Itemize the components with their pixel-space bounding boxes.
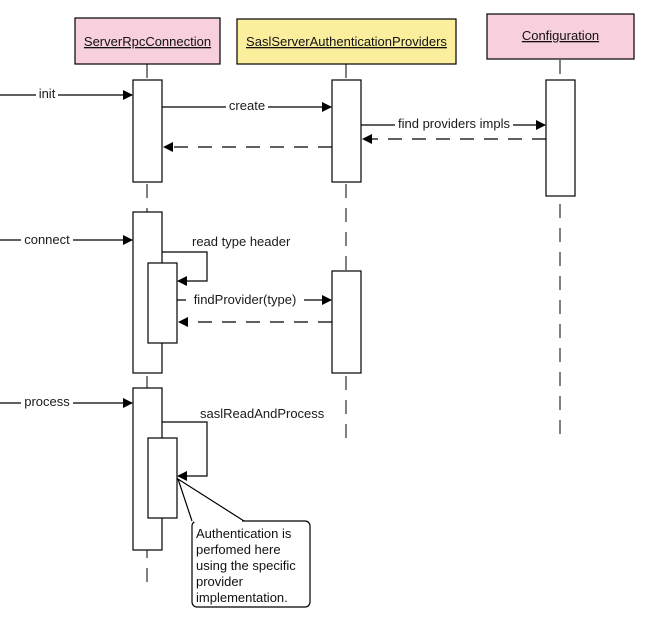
note-line: Authentication is bbox=[196, 526, 292, 541]
note-line: perfomed here bbox=[196, 542, 281, 557]
label-bg bbox=[186, 291, 304, 307]
message-read-type-header-label: read type header bbox=[192, 234, 291, 249]
activation-server-connect-nested bbox=[147, 262, 178, 344]
participant-title: Configuration bbox=[522, 28, 599, 43]
message-create-label: create bbox=[229, 98, 265, 113]
participant-server-rpc-connection: ServerRpcConnection bbox=[74, 17, 221, 65]
label-bg bbox=[21, 394, 73, 410]
activation-sasl-connect bbox=[331, 270, 362, 374]
participant-configuration: Configuration bbox=[486, 13, 635, 60]
activation-configuration bbox=[545, 79, 576, 197]
participant-title: ServerRpcConnection bbox=[84, 34, 211, 49]
note-line: implementation. bbox=[196, 590, 288, 605]
participant-title: SaslServerAuthenticationProviders bbox=[246, 34, 447, 49]
label-bg bbox=[395, 116, 513, 132]
activation-server-init bbox=[132, 79, 163, 183]
activation-server-process-nested bbox=[147, 437, 178, 519]
participant-box bbox=[74, 17, 221, 65]
message-find-providers-label: find providers impls bbox=[398, 116, 510, 131]
message-process-label: process bbox=[24, 394, 70, 409]
label-bg bbox=[21, 231, 73, 247]
note-pointer bbox=[176, 477, 245, 522]
participant-box bbox=[236, 18, 457, 65]
message-read-type-header-arrow bbox=[162, 251, 208, 286]
participant-sasl-providers: SaslServerAuthenticationProviders bbox=[236, 18, 457, 65]
label-bg bbox=[36, 86, 58, 102]
participant-box bbox=[486, 13, 635, 60]
note-box bbox=[191, 520, 311, 608]
message-find-provider-label: findProvider(type) bbox=[194, 292, 297, 307]
activation-sasl-init bbox=[331, 79, 362, 183]
label-bg bbox=[226, 98, 268, 114]
note-callout: Authentication is perfomed here using th… bbox=[176, 477, 311, 608]
note-line: provider bbox=[196, 574, 244, 589]
message-connect-label: connect bbox=[24, 232, 70, 247]
message-init-label: init bbox=[39, 86, 56, 101]
note-line: using the specific bbox=[196, 558, 296, 573]
message-sasl-read-and-process-label: saslReadAndProcess bbox=[200, 406, 325, 421]
message-sasl-read-and-process-arrow bbox=[162, 421, 208, 481]
